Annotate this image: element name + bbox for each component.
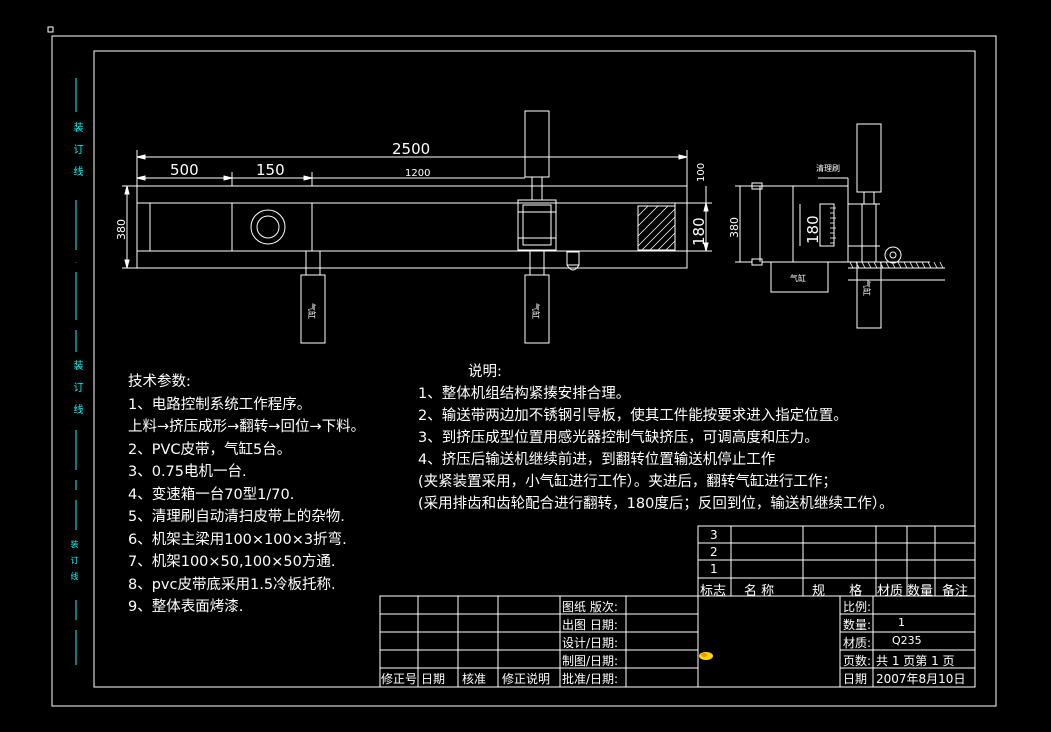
notes-title: 说明: — [468, 364, 502, 380]
tech-params: 技术参数: 1、电路控制系统工作程序。 上料→挤压成形→翻转→回位→下料。 2、… — [128, 371, 365, 619]
note-item: 1、整体机组结构紧揍安排合理。 — [418, 386, 631, 402]
tech-param-item: 1、电路控制系统工作程序。 — [128, 396, 312, 413]
parts-row-number: 2 — [710, 545, 718, 559]
company-logo — [699, 652, 713, 660]
tb-date-value: 2007年8月10日 — [876, 672, 966, 686]
tech-param-item: 4、变速箱一台70型1/70. — [128, 486, 295, 503]
parts-header-quantity: 数量 — [907, 584, 934, 599]
dim-100: 100 — [696, 163, 707, 182]
note-item: (夹紧装置采用，小气缸进行工作）。夹进后，翻转气缸进行工作； — [418, 474, 837, 490]
cylinder-label-side-vert: 气缸 — [862, 280, 872, 296]
tech-params-title: 技术参数: — [128, 374, 191, 390]
tech-param-item: 上料→挤压成形→翻转→回位→下料。 — [128, 419, 366, 435]
dimension-lines-main — [122, 150, 712, 269]
tech-param-item: 6、机架主梁用100×100×3折弯. — [128, 531, 347, 548]
parts-header-material: 材质 — [877, 584, 904, 599]
gear-rack — [849, 261, 944, 269]
dim-150: 150 — [256, 161, 285, 179]
dim-2500: 2500 — [392, 140, 430, 158]
tb-pages-label: 页数: — [843, 654, 872, 668]
scale-ticks — [830, 207, 836, 244]
binding-line-label-2: 装订线 — [71, 360, 82, 426]
tb-pages-value: 共 1 页第 1 页 — [876, 654, 955, 668]
parts-header-name: 名 称 — [744, 584, 775, 599]
tb-approval-date: 批准/日期: — [562, 672, 619, 686]
parts-row-number: 1 — [710, 562, 718, 576]
note-item: (采用排齿和齿轮配合进行翻转，180度后；反回到位，输送机继续工作）。 — [418, 496, 894, 512]
parts-header-remark: 备注 — [942, 584, 969, 599]
notes: 说明: 1、整体机组结构紧揍安排合理。 2、输送带两边加不锈钢引导板，使其工件能… — [418, 361, 894, 515]
dim-380-right: 380 — [728, 217, 741, 238]
dim-380-left: 380 — [115, 219, 128, 240]
binding-line-label-3: 装订线 — [70, 540, 79, 588]
tb-issue-date: 出图 日期: — [562, 618, 618, 632]
cylinder-label-center: 气缸 — [531, 303, 541, 319]
tech-param-item: 5、清理刷自动清扫皮带上的杂物. — [128, 509, 345, 525]
dim-1200: 1200 — [405, 168, 430, 179]
tb-material-value: Q235 — [892, 634, 922, 647]
conveyor-side-view — [735, 123, 945, 329]
tb-approve: 核准 — [462, 672, 487, 686]
tb-revision-desc: 修正说明 — [502, 672, 551, 686]
tech-param-item: 2、PVC皮带，气缸5台。 — [128, 441, 292, 458]
tb-drawing-version: 图纸 版次: — [562, 600, 618, 614]
note-item: 4、挤压后输送机继续前进，到翻转位置输送机停止工作 — [418, 452, 776, 468]
parts-header-mark: 标志 — [700, 584, 727, 599]
tech-param-item: 8、pvc皮带底采用1.5冷板托称. — [128, 576, 336, 593]
note-item: 3、到挤压成型位置用感光器控制气缺挤压，可调高度和压力。 — [418, 430, 819, 446]
dim-500: 500 — [170, 161, 199, 179]
tb-date-label: 日期 — [843, 672, 868, 686]
tb-quantity-label: 数量: — [843, 618, 872, 632]
note-item: 2、输送带两边加不锈钢引导板，使其工件能按要求进入指定位置。 — [418, 408, 848, 424]
cylinder-label-left: 气缸 — [307, 303, 317, 319]
tb-scale-label: 比例: — [843, 600, 872, 614]
hatch-pattern — [637, 205, 676, 251]
tech-param-item: 7、机架100×50,100×50方通. — [128, 554, 336, 570]
tech-param-item: 9、整体表面烤漆. — [128, 599, 244, 615]
outer-border — [51, 35, 997, 707]
parts-header-spec: 规 格 — [812, 584, 873, 599]
conveyor-front-view — [136, 110, 688, 344]
dim-180-left: 180 — [690, 217, 708, 246]
tb-draft-date: 制图/日期: — [562, 654, 619, 668]
dim-180-right: 180 — [804, 215, 822, 244]
parts-row-number: 3 — [710, 528, 718, 542]
binding-line-label-1: 装订线 — [71, 122, 82, 188]
cleaning-brush-label: 清理刷 — [816, 163, 840, 173]
tb-quantity-value: 1 — [898, 616, 905, 629]
tb-date: 日期 — [421, 672, 446, 686]
tb-material-label: 材质: — [843, 636, 872, 650]
corner-marker — [47, 26, 54, 33]
tech-param-item: 3、0.75电机一台. — [128, 464, 247, 480]
tb-design-date: 设计/日期: — [562, 636, 619, 650]
title-block — [379, 595, 976, 688]
cylinder-label-side: 气缸 — [790, 273, 806, 283]
tb-revision-no: 修正号 — [381, 672, 418, 686]
